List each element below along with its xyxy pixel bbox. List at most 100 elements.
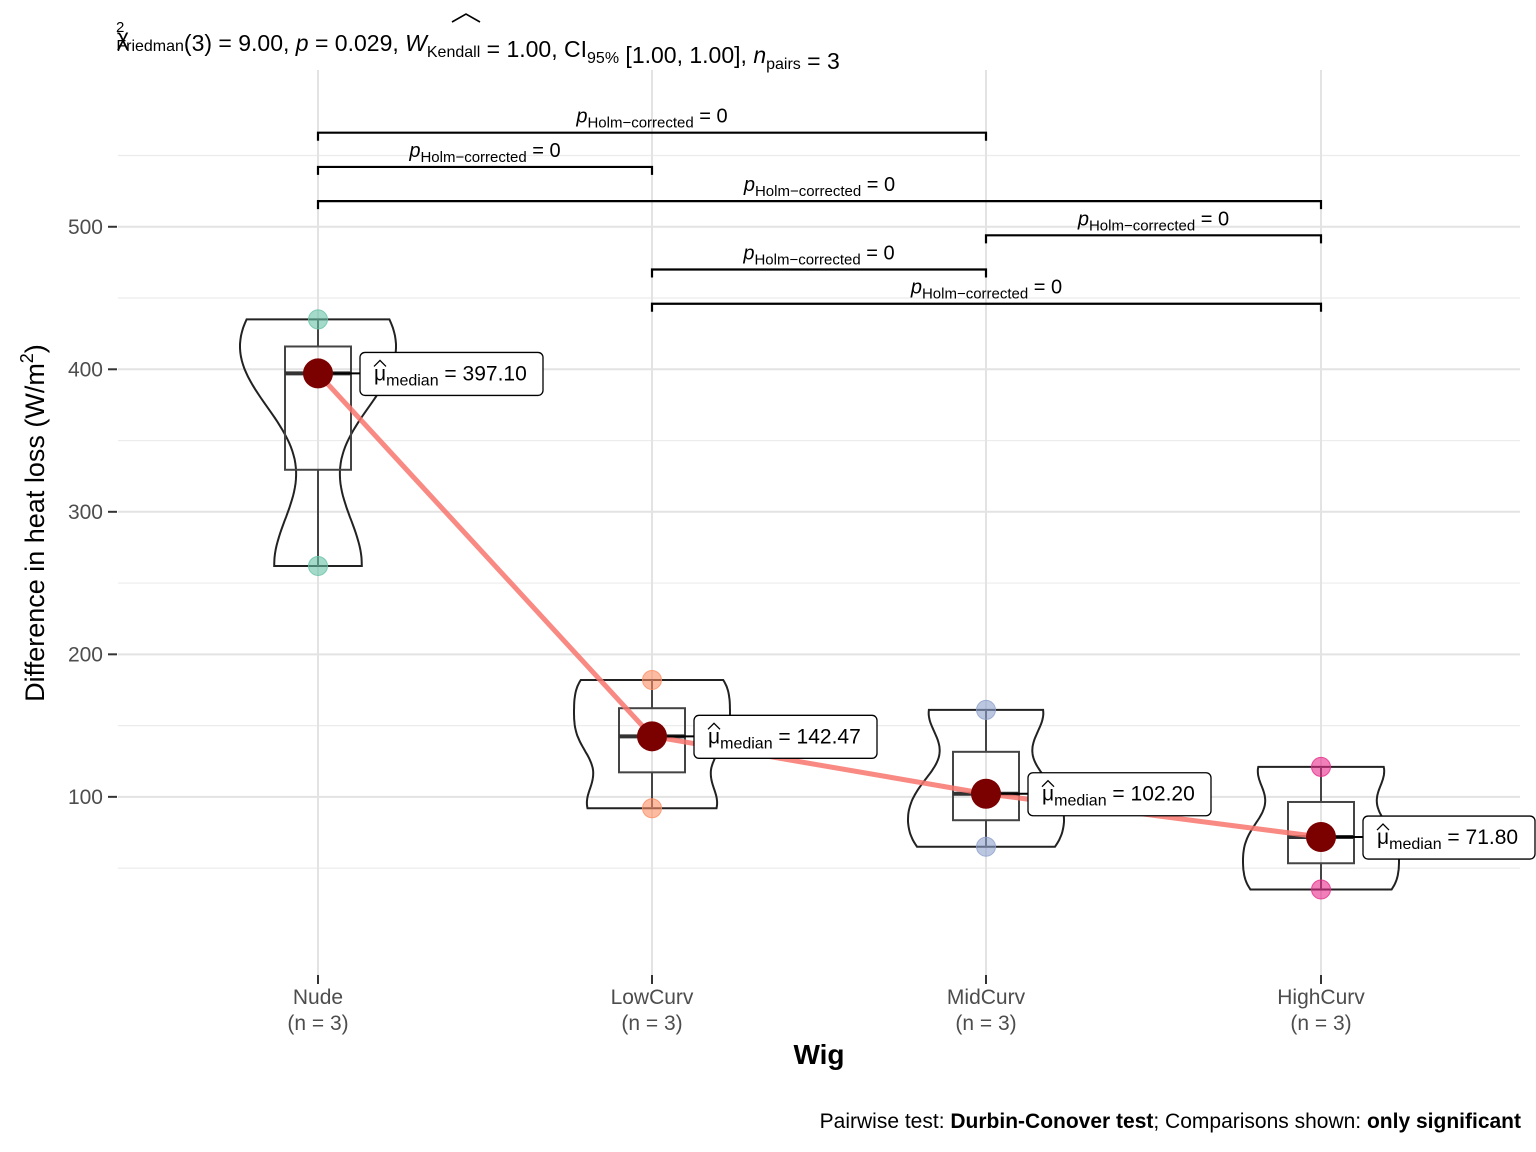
p-value: = 0 — [1195, 208, 1229, 230]
p-symbol: p — [575, 106, 587, 128]
p-value: = 0 — [527, 140, 561, 162]
data-point — [976, 699, 996, 720]
subtitle-part: = 3 — [801, 48, 840, 74]
p-symbol: p — [408, 140, 420, 162]
median-points — [303, 358, 1336, 853]
bracket-line — [316, 131, 988, 141]
subtitle-part: [1.00, 1.00], — [619, 42, 753, 68]
data-point — [308, 555, 328, 576]
violin-nude — [239, 318, 397, 567]
label-box — [693, 714, 878, 759]
y-tick-label: 400 — [68, 358, 103, 381]
median-label-midcurv: μmedian = 102.20 — [1001, 772, 1212, 817]
median-point — [637, 721, 667, 752]
subtitle-sub: pairs — [766, 56, 801, 73]
p-symbol: p — [910, 277, 922, 299]
p-subscript: Holm−corrected — [587, 115, 693, 132]
p-symbol: p — [1077, 208, 1089, 230]
bracket-line — [316, 200, 1323, 210]
comparison-bracket: pHolm−corrected = 0 — [650, 277, 1323, 312]
bracket-line — [650, 268, 988, 278]
data-point — [642, 669, 662, 690]
comparison-label: pHolm−corrected = 0 — [742, 243, 894, 269]
mu-symbol: μ — [708, 725, 720, 748]
p-symbol: p — [742, 243, 754, 265]
comparison-label: pHolm−corrected = 0 — [408, 140, 560, 166]
x-tick-n-label: (n = 3) — [1290, 1012, 1351, 1035]
median-line — [316, 371, 1322, 840]
median-value: 71.80 — [1466, 826, 1519, 849]
median-subscript: median — [720, 735, 772, 752]
subtitle-part: p — [295, 30, 309, 56]
label-box — [359, 351, 544, 397]
ylabel-text: Difference in heat loss (W/m — [20, 363, 50, 702]
median-subscript: median — [1054, 793, 1106, 810]
y-tick-label: 200 — [68, 643, 103, 666]
median-subscript: median — [1389, 836, 1441, 853]
x-tick-n-label: (n = 3) — [287, 1012, 348, 1035]
x-tick-label: LowCurv — [611, 986, 694, 1009]
x-tick-n-label: (n = 3) — [955, 1012, 1016, 1035]
subtitle-sup: 2 — [116, 19, 124, 36]
median-value: 397.10 — [463, 362, 527, 385]
x-tick-label: Nude — [293, 986, 343, 1009]
median-value: 102.20 — [1131, 783, 1195, 806]
label-box — [1362, 815, 1536, 860]
p-subscript: Holm−corrected — [420, 149, 526, 166]
comparison-bracket: pHolm−corrected = 0 — [316, 140, 654, 175]
subtitle-part: = 1.00, CI — [480, 36, 587, 62]
p-value: = 0 — [861, 243, 895, 265]
comparison-bracket: pHolm−corrected = 0 — [984, 208, 1323, 244]
bracket-line — [650, 302, 1323, 312]
mu-symbol: μ — [1377, 826, 1389, 849]
subtitle-part: n — [753, 42, 766, 68]
comparison-bracket: pHolm−corrected = 0 — [650, 243, 988, 278]
comparison-label: pHolm−corrected = 0 — [575, 106, 727, 132]
median-point — [971, 778, 1001, 809]
p-symbol: p — [743, 174, 755, 196]
p-subscript: Holm−corrected — [755, 183, 861, 200]
data-point — [1311, 879, 1331, 900]
median-value: 142.47 — [797, 725, 861, 748]
median-point — [303, 358, 333, 389]
data-point — [976, 836, 996, 857]
w-hat-mark — [451, 13, 481, 23]
comparison-bracket: pHolm−corrected = 0 — [316, 106, 988, 141]
p-value: = 0 — [694, 106, 728, 128]
caption-part: ; Comparisons shown: — [1153, 1110, 1367, 1133]
mu-symbol: μ — [374, 362, 386, 385]
y-tick-label: 100 — [68, 786, 103, 809]
mu-symbol: μ — [1042, 783, 1054, 806]
x-tick-n-label: (n = 3) — [621, 1012, 682, 1035]
median-label-text: μmedian = 71.80 — [1377, 826, 1518, 853]
chart-caption: Pairwise test: Durbin-Conover test; Comp… — [820, 1110, 1521, 1133]
data-point — [642, 798, 662, 819]
comparison-label: pHolm−corrected = 0 — [743, 174, 895, 200]
median-label-lowcurv: μmedian = 142.47 — [667, 714, 878, 759]
bracket-line — [316, 165, 654, 175]
hat-mark — [373, 359, 387, 367]
median-label-highcurv: μmedian = 71.80 — [1336, 815, 1536, 860]
x-tick-label: HighCurv — [1277, 986, 1365, 1009]
subtitle-part: W — [405, 30, 429, 56]
comparison-label: pHolm−corrected = 0 — [910, 277, 1062, 303]
violins — [239, 318, 1400, 891]
median-label-text: μmedian = 102.20 — [1042, 783, 1195, 810]
ylabel-sup: 2 — [17, 353, 37, 363]
hat-mark — [1041, 779, 1055, 788]
y-axis-label: Difference in heat loss (W/m2) — [17, 344, 50, 702]
median-subscript: median — [386, 372, 438, 389]
caption-part: Durbin-Conover test — [950, 1110, 1153, 1133]
data-point — [308, 309, 328, 330]
y-tick-label: 300 — [68, 501, 103, 524]
violin-lowcurv — [573, 679, 731, 810]
subtitle-sub: 95% — [587, 50, 619, 67]
label-box — [1027, 772, 1212, 817]
hat-mark — [707, 722, 721, 730]
